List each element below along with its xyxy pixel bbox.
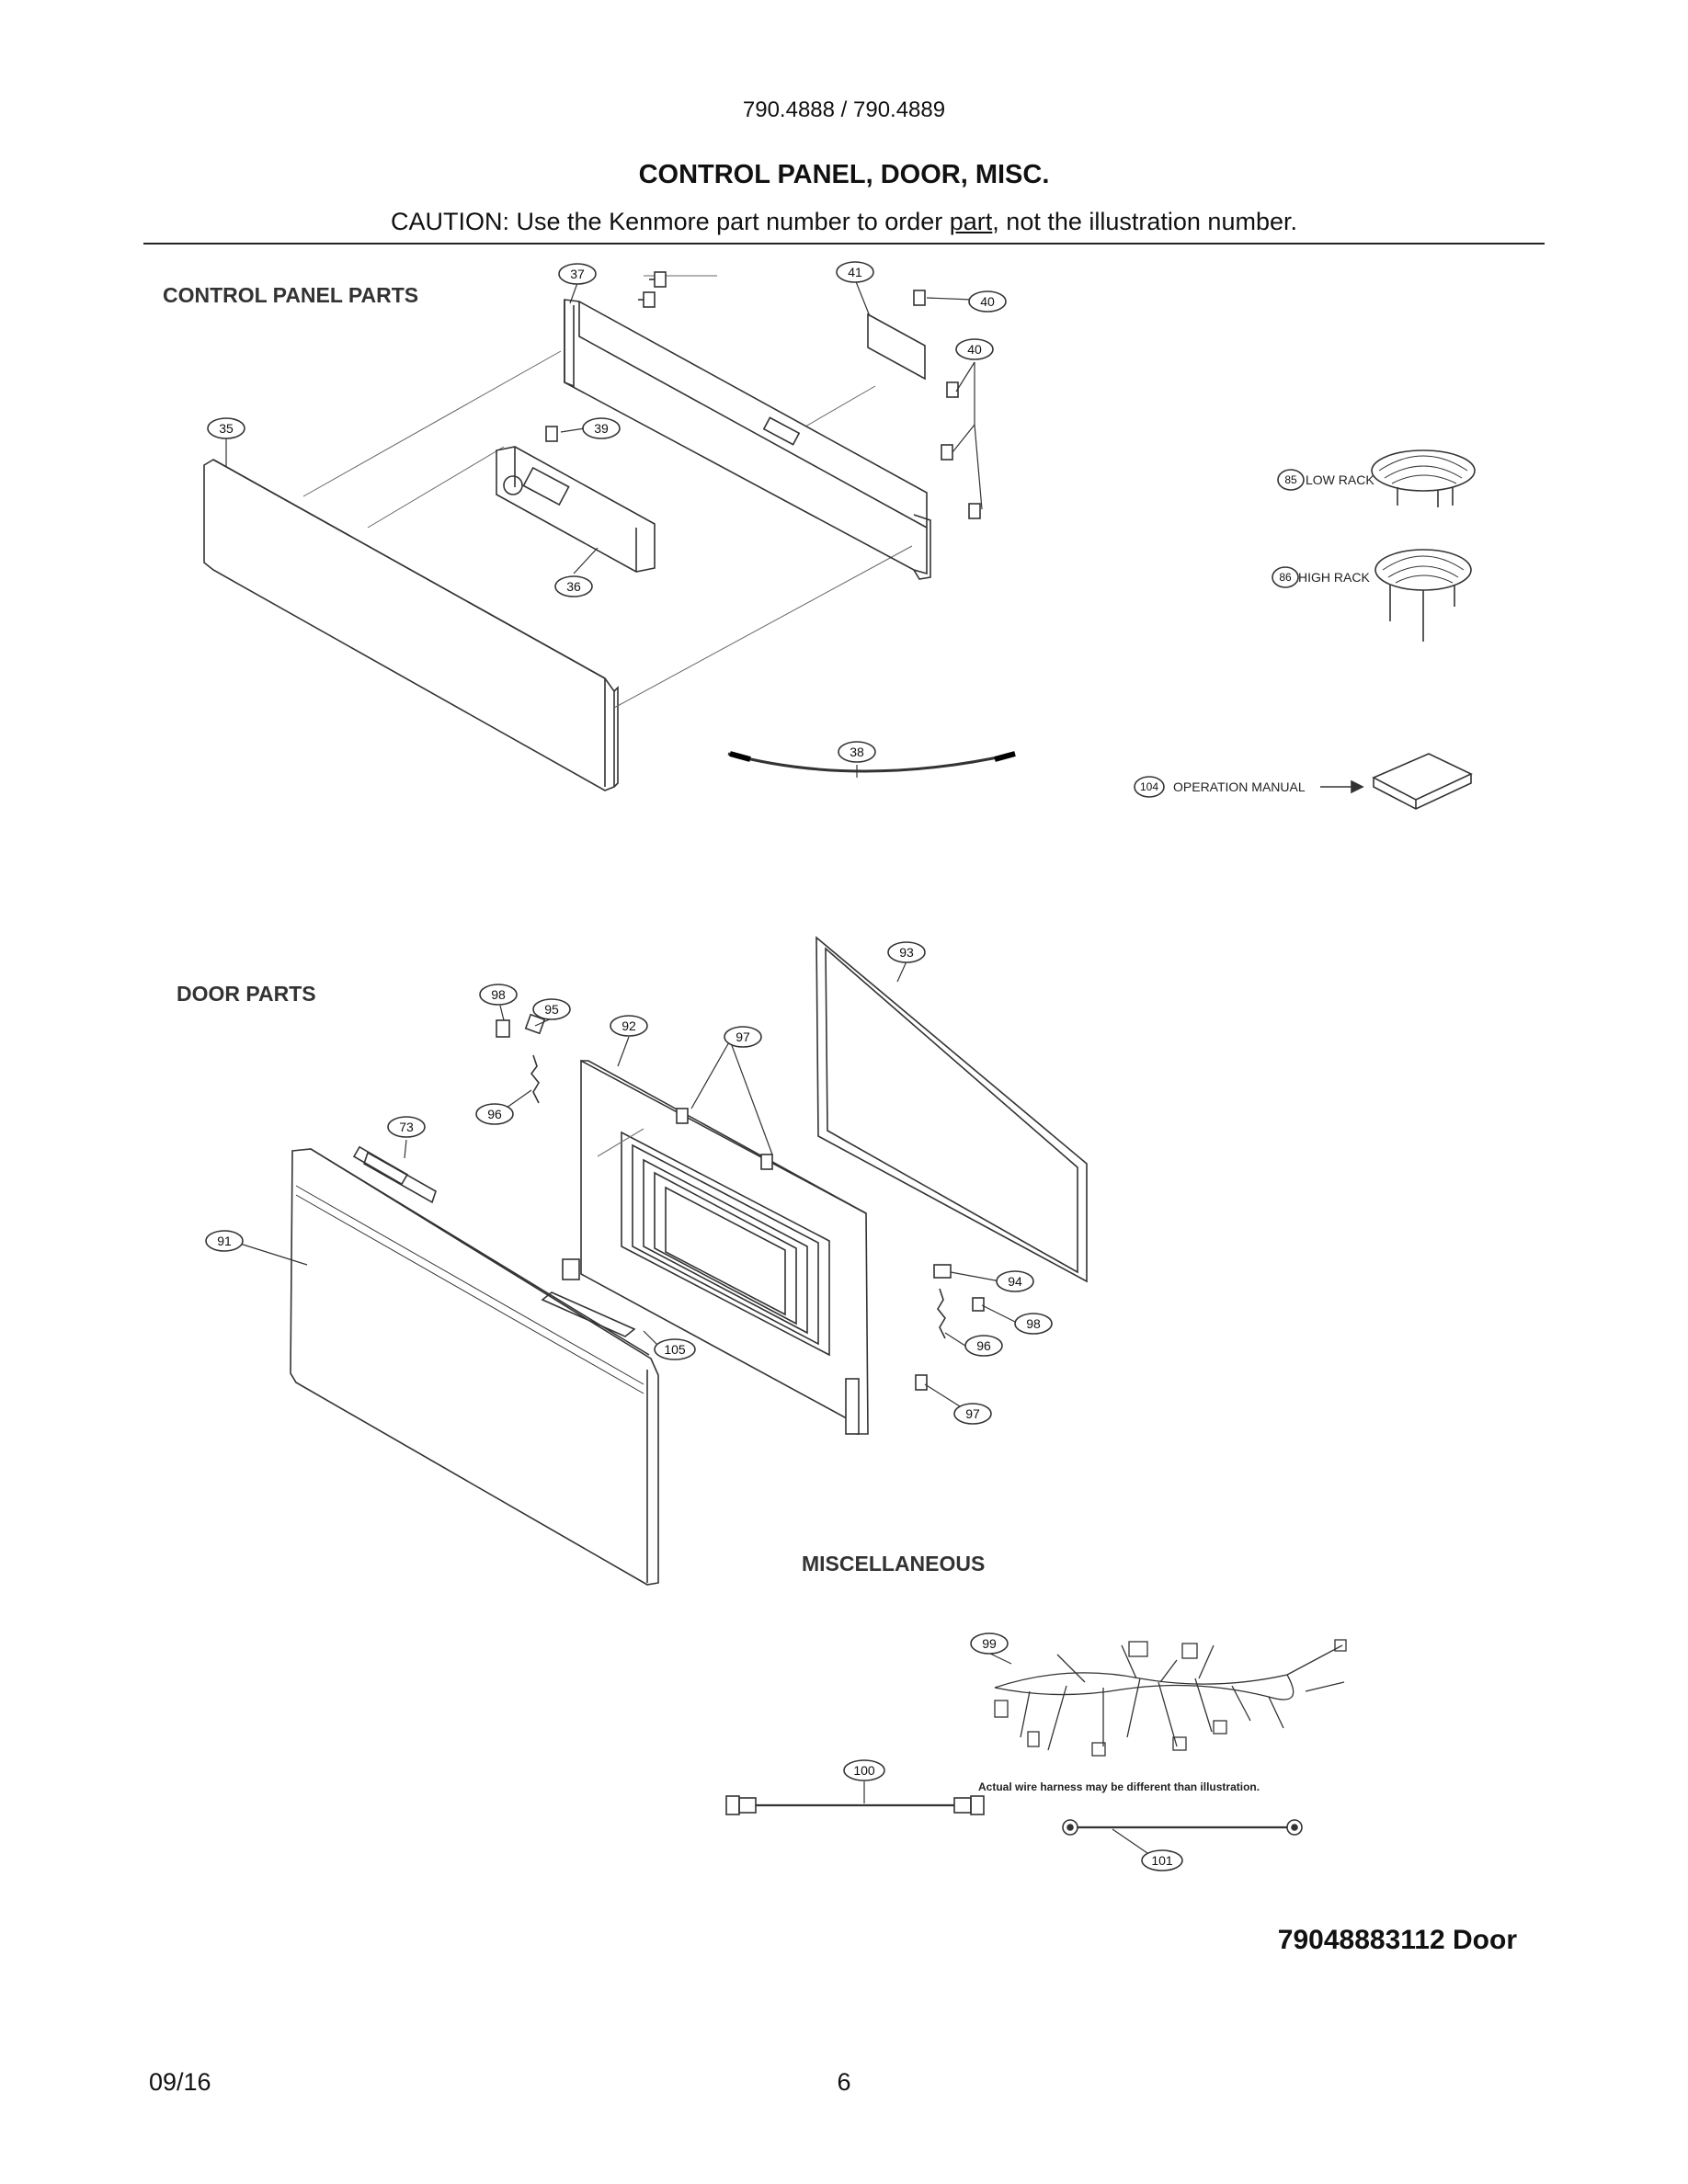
section-miscellaneous: MISCELLANEOUS	[802, 1552, 986, 1575]
caution-text-start: CAUTION: Use the Kenmore part number to …	[391, 208, 950, 235]
door-handle-trim-part	[541, 1291, 636, 1337]
control-board-part	[867, 313, 926, 381]
wire-harness-part	[994, 1639, 1347, 1757]
callout-bubble-99	[970, 1632, 1009, 1655]
callout-bubble-86	[1272, 566, 1299, 588]
callout-bubble-40b	[955, 338, 994, 360]
low-rack-part	[1371, 449, 1476, 507]
callout-bubble-73	[387, 1116, 426, 1138]
caution-part-word: part	[949, 208, 993, 235]
callout-36: 36	[566, 579, 581, 594]
callout-73: 73	[399, 1120, 414, 1134]
callout-bubble-85	[1277, 469, 1305, 491]
callout-99: 99	[982, 1636, 997, 1651]
header-divider	[143, 243, 1545, 245]
callout-bubble-100	[843, 1759, 885, 1781]
callout-91: 91	[217, 1234, 232, 1248]
control-panel-bracket-part	[564, 299, 931, 580]
callout-98: 98	[491, 987, 506, 1002]
callout-bubble-104	[1134, 776, 1165, 798]
low-rack-label: LOW RACK	[1306, 472, 1374, 487]
callout-94: 94	[1008, 1274, 1022, 1289]
callout-bubble-94	[996, 1270, 1034, 1292]
callout-100: 100	[853, 1763, 875, 1778]
door-glass-part	[815, 936, 1088, 1283]
callout-105: 105	[664, 1342, 686, 1357]
page-number: 6	[837, 2068, 851, 2096]
high-rack-part	[1374, 549, 1472, 642]
callout-95: 95	[544, 1002, 559, 1017]
callout-bubble-37	[558, 263, 597, 285]
callout-104: 104	[1140, 780, 1158, 793]
callout-38: 38	[850, 745, 864, 759]
callout-bubble-36	[554, 575, 593, 597]
callout-41: 41	[848, 265, 862, 279]
callout-96: 96	[976, 1338, 991, 1353]
callout-93: 93	[899, 945, 914, 960]
power-cord-part	[725, 1781, 985, 1815]
caution-text-end: , not the illustration number.	[992, 208, 1297, 235]
door-front-part	[290, 1145, 659, 1586]
callout-bubble-97a	[724, 1026, 762, 1048]
callout-bubble-41	[836, 261, 874, 283]
door-label-part	[363, 1151, 437, 1204]
caution-note: CAUTION: Use the Kenmore part number to …	[0, 208, 1688, 236]
control-panel-front-part	[203, 459, 619, 791]
callout-bubble-40a	[968, 290, 1007, 313]
callout-92: 92	[622, 1018, 636, 1033]
operation-manual-label: OPERATION MANUAL	[1173, 779, 1306, 794]
inner-door-part	[580, 1059, 869, 1435]
callout-bubble-98b	[1014, 1313, 1053, 1335]
callout-bubble-39	[582, 417, 621, 439]
callout-40: 40	[980, 294, 995, 309]
callout-bubble-35	[207, 417, 245, 439]
callout-98: 98	[1026, 1316, 1041, 1331]
ground-wire-part	[1062, 1819, 1303, 1854]
section-control-panel-parts: CONTROL PANEL PARTS	[163, 283, 419, 307]
callout-bubble-98a	[479, 984, 518, 1006]
model-number: 790.4888 / 790.4889	[742, 97, 946, 122]
callout-bubble-95	[532, 998, 571, 1020]
callout-97: 97	[965, 1406, 980, 1421]
section-door-parts: DOOR PARTS	[177, 982, 316, 1006]
callout-35: 35	[219, 421, 234, 436]
gasket-part	[727, 752, 1016, 773]
page-title: CONTROL PANEL, DOOR, MISC.	[638, 160, 1050, 189]
callout-bubble-38	[838, 741, 876, 763]
diagram-reference: 79048883112 Door	[1277, 1925, 1517, 1955]
callout-bubble-91	[205, 1230, 244, 1252]
callout-40: 40	[967, 342, 982, 357]
callout-86: 86	[1279, 571, 1292, 584]
callout-39: 39	[594, 421, 609, 436]
control-module-part	[496, 446, 656, 573]
callout-bubble-93	[887, 941, 926, 963]
callout-bubble-96b	[964, 1335, 1003, 1357]
callout-bubble-92	[610, 1015, 648, 1037]
callout-37: 37	[570, 267, 585, 281]
callout-96: 96	[487, 1107, 502, 1121]
callout-bubble-105	[654, 1338, 696, 1360]
operation-manual-part	[1372, 753, 1473, 810]
callout-85: 85	[1284, 473, 1297, 486]
revision-date: 09/16	[149, 2068, 211, 2096]
callout-bubble-101	[1141, 1849, 1183, 1871]
callout-bubble-96a	[475, 1103, 514, 1125]
callout-101: 101	[1151, 1853, 1173, 1868]
wire-harness-note: Actual wire harness may be different tha…	[978, 1780, 1260, 1793]
callout-97: 97	[736, 1029, 750, 1044]
high-rack-label: HIGH RACK	[1298, 570, 1370, 585]
callout-bubble-97b	[953, 1403, 992, 1425]
